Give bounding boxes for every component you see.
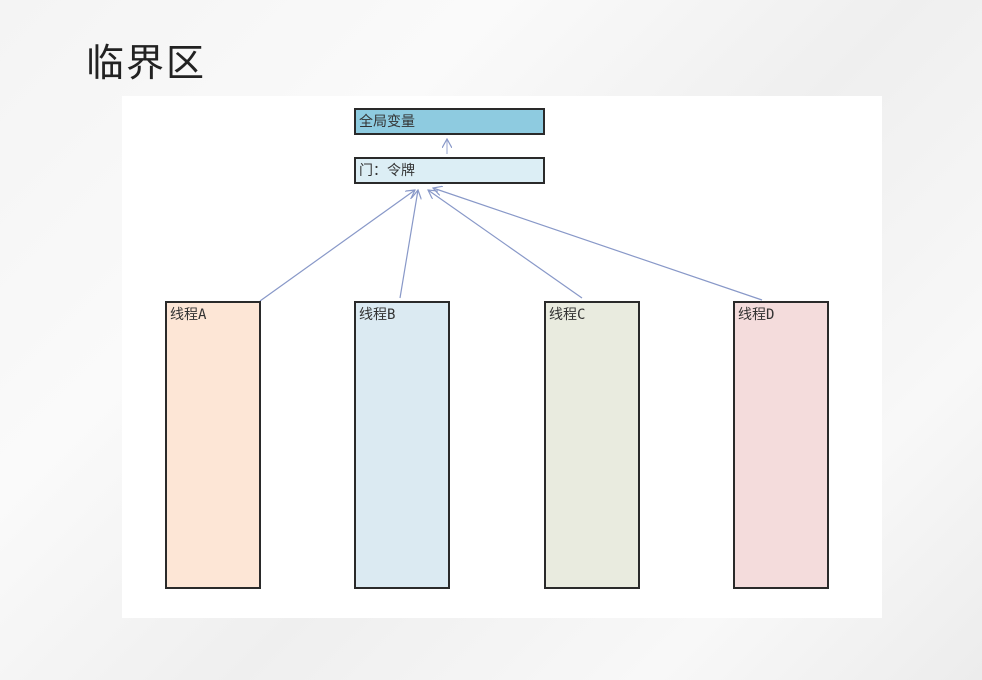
thread-c-box: 线程C <box>544 301 640 589</box>
arrow-thread-a-to-gate <box>259 190 415 302</box>
arrow-thread-c-to-gate <box>428 190 583 299</box>
slide-title: 临界区 <box>86 41 207 85</box>
arrow-thread-b-to-gate <box>399 190 418 299</box>
thread-d-box: 线程D <box>733 301 829 589</box>
arrow-thread-d-to-gate <box>433 188 763 301</box>
gate-token-box: 门：令牌 <box>354 157 545 184</box>
global-variable-box: 全局变量 <box>354 108 545 135</box>
thread-b-box: 线程B <box>354 301 450 589</box>
thread-a-box: 线程A <box>165 301 261 589</box>
